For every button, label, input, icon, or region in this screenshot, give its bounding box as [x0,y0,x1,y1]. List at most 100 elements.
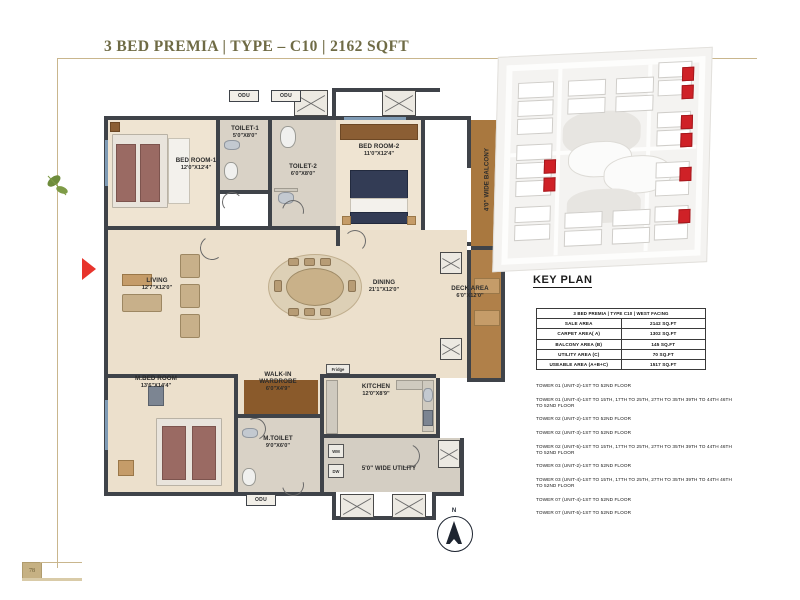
area-row-key: USEABLE AREA (A+B+C) [536,358,622,371]
living-armchair-3 [180,314,200,338]
wall-mtoilet-right [320,374,324,492]
tower-note: TOWER 07 (UNIT-5)-1ST TO 52ND FLOOR [536,510,632,516]
page-number: 78 [29,568,35,574]
dining-chair-2 [304,258,315,266]
deck-shaft-bottom [440,338,462,360]
living-coffee-table [122,274,152,286]
bed1-mattress-b [140,144,160,202]
dishwasher-label: DW [328,464,344,478]
room-label-living: LIVING 12'7"X12'0" [141,277,173,291]
wall-bed1-right [216,120,220,230]
wall-balcony-bottom [471,246,505,250]
frame-vertical-rule [57,58,58,568]
mbed-tv [148,386,164,406]
mtoilet-wc [242,468,256,486]
wall-bed2-stub [336,226,340,246]
wall-bot-shaft-l [332,492,336,520]
dining-chair-4 [288,308,299,316]
toilet1-wc [224,162,238,180]
table-row: USEABLE AREA (A+B+C) 1517 SQ.FT [536,358,706,371]
bed2-mattress [350,170,408,200]
frame-top-rule [57,58,757,59]
wall-kitchen-top [324,374,436,378]
odu-label-3: ODU [246,494,276,506]
dining-chair-3 [320,258,331,266]
area-row-key: UTILITY AREA (C) [536,348,622,360]
deck-shaft-top [440,252,462,274]
tower-note: TOWER 02 (UNIT-3)-1ST TO 52ND FLOOR [536,429,632,435]
corner-rule-thin [40,562,82,563]
north-compass-icon: N [432,508,476,556]
area-row-value: 1302 SQ.FT [620,328,706,340]
washing-machine-label: WM [328,444,344,458]
dining-chair-7 [274,280,282,292]
bed2-throw [350,212,408,224]
door-arc-toilet1 [221,191,243,213]
area-row-value: 2142 SQ.FT [620,318,706,330]
room-label-bedroom2: BED ROOM-2 11'0"X12'4" [358,143,400,157]
page-title: 3 BED PREMIA | TYPE – C10 | 2162 SQFT [104,38,410,55]
room-label-dining: DINING 21'1"X12'0" [368,279,400,293]
key-plan-map[interactable] [492,46,713,273]
compass-ring [437,516,473,552]
living-armchair-2 [180,284,200,308]
deck-chair-2 [474,310,500,326]
wall-t1-right [268,120,272,230]
deck-chair-1 [474,278,500,294]
mbed-mattress-b [192,426,216,480]
tower-notes-list: TOWER 01 (UNIT-2)-1ST TO 52ND FLOOR TOWE… [536,383,736,524]
odu-label-2: ODU [271,90,301,102]
wall-left [104,116,108,496]
bed1-mattress-a [116,144,136,202]
area-table-body: 3 BED PREMIA | TYPE C10 | WEST FACING SA… [536,307,706,371]
utility-shaft [438,440,460,468]
odu-shaft-3 [340,494,374,518]
window-bed2 [344,117,406,120]
room-label-mbedroom: M.BED ROOM 13'6"X14'4" [135,375,177,389]
window-mbed [105,400,108,450]
wall-top-left [104,116,336,120]
area-row-key: BALCONY AREA (B) [536,338,622,350]
table-row: UTILITY AREA (C) 70 SQ.FT [536,348,706,360]
room-label-deck: DECK AREA 6'0"X12'0" [451,285,489,299]
odu-label-1: ODU [229,90,259,102]
wall-bed2-left [421,116,425,246]
bed2-overhead [340,124,418,140]
kitchen-hob [423,410,433,426]
area-table-header: 3 BED PREMIA | TYPE C10 | WEST FACING [536,307,706,320]
wall-shaft-l [332,88,336,120]
living-sofa [122,294,162,312]
compass-north-label: N [451,508,457,514]
wall-mbed-top [108,374,238,378]
kitchen-sink [423,388,433,402]
dining-table [286,268,344,306]
bed1-headboard [168,138,190,204]
fridge-label: Fridge [326,364,350,374]
tower-note: TOWER 07 (UNIT-4)-1ST TO 52ND FLOOR [536,496,632,502]
wall-kitchen-bottom [324,434,436,438]
balcony-label: 4'0" WIDE BALCONY [483,147,491,212]
wall-wardrobe-bottom [238,414,324,418]
wall-bot-shaft-b [332,516,436,520]
room-label-kitchen: KITCHEN 12'0"X8'9" [361,383,391,397]
tower-note: TOWER 02 (UNIT-5)-1ST TO 15TH, 17TH TO 2… [536,443,733,455]
tower-note: TOWER 03 (UNIT-4)-1ST TO 15TH, 17TH TO 2… [536,476,733,488]
room-label-bedroom1: BED ROOM-1 12'0"X12'4" [175,157,217,171]
wall-mbed-right [234,374,238,492]
area-statement-table: 3 BED PREMIA | TYPE C10 | WEST FACING SA… [536,307,706,371]
odu-shaft-4 [392,494,426,518]
toilet2-sink [278,192,294,204]
toilet1-floor [220,120,268,194]
dining-chair-5 [304,308,315,316]
utility-label: 5'0" WIDE UTILITY [361,466,417,472]
wall-kitchen-right [436,378,440,496]
area-row-key: SALE AREA [536,318,622,330]
tower-note: TOWER 01 (UNIT-2)-1ST TO 52ND FLOOR [536,383,632,388]
toilet2-counter [274,188,298,192]
key-plan-title: KEY PLAN [533,274,593,288]
tower-note: TOWER 03 (UNIT-2)-1ST TO 52ND FLOOR [536,463,632,469]
toilet2-wc [280,126,296,148]
dining-chair-6 [320,308,331,316]
wall-deck-bottom [467,378,505,382]
